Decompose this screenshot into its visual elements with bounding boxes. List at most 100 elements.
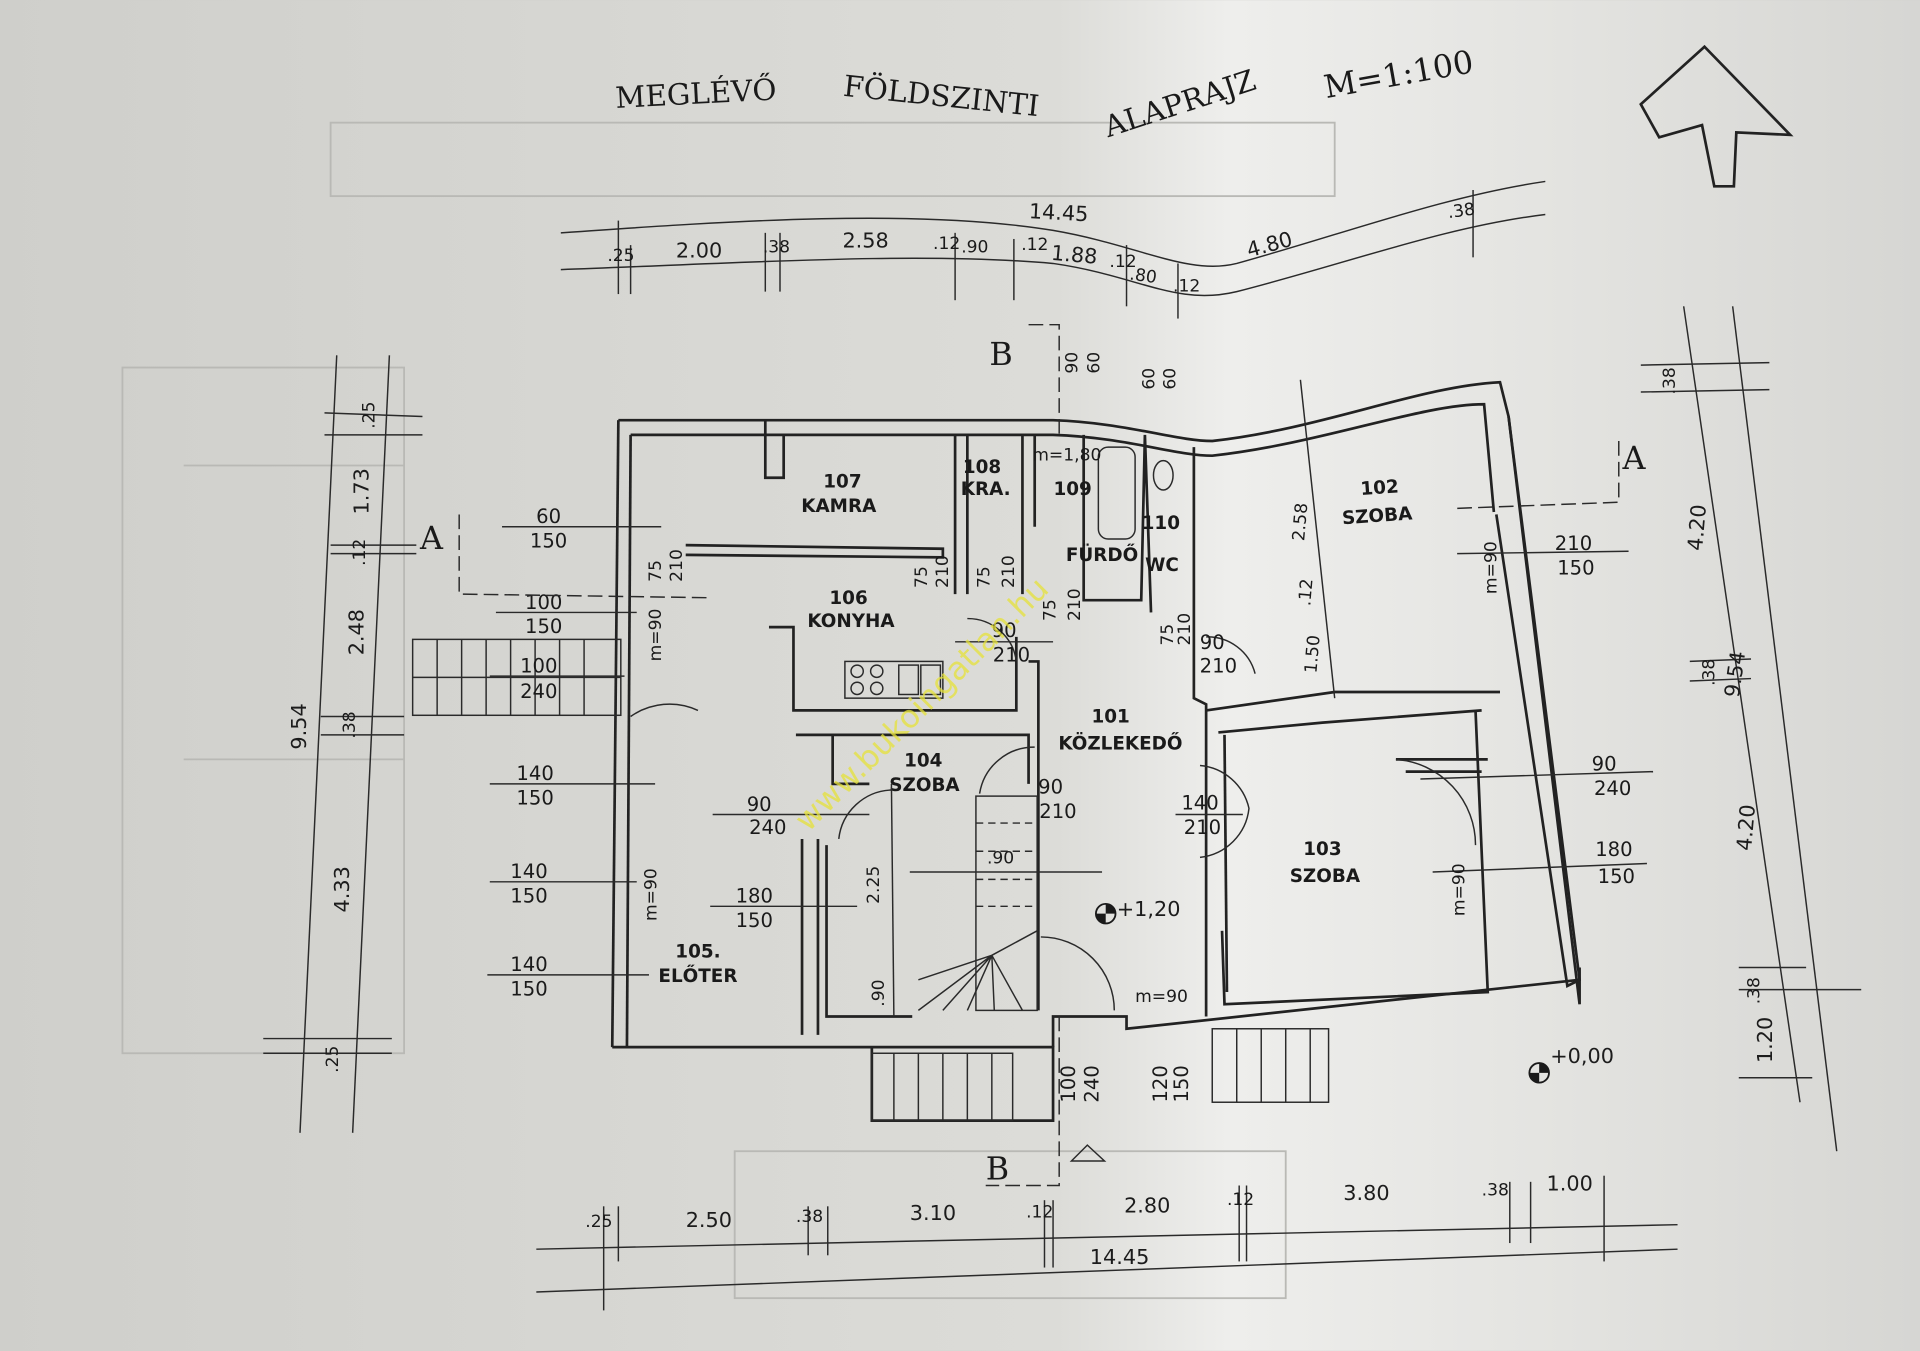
toilet-icon bbox=[1152, 459, 1174, 491]
plan-mark bbox=[1640, 388, 1770, 393]
plan-mark bbox=[733, 1150, 1287, 1300]
north-arrow-icon bbox=[1639, 44, 1794, 188]
plan-text: .38 bbox=[796, 1207, 823, 1227]
plan-mark bbox=[1689, 658, 1752, 663]
plan-mark bbox=[978, 746, 1035, 794]
plan-text: .38 bbox=[1446, 200, 1476, 224]
plan-text: .12 bbox=[933, 234, 960, 254]
plan-text: 4.20 bbox=[1683, 503, 1711, 551]
interior-staircase bbox=[917, 795, 1038, 1012]
plan-mark bbox=[1199, 764, 1250, 859]
plan-text: 2.25 bbox=[864, 866, 884, 904]
plan-mark bbox=[975, 795, 1038, 1012]
plan-text: MEGLÉVŐ bbox=[614, 72, 777, 115]
plan-mark bbox=[1432, 862, 1647, 873]
plan-text: 140 bbox=[516, 762, 553, 785]
plan-text: 90 bbox=[1200, 631, 1225, 654]
door-swings bbox=[630, 617, 1477, 1011]
plan-mark bbox=[890, 783, 895, 1017]
plan-text: SZOBA bbox=[1290, 866, 1361, 887]
bottom-dimension-chain: 14.45 .25 2.50 .38 3.10 .12 2.80 .12 3.8… bbox=[536, 1171, 1678, 1311]
plan-text: 4.20 bbox=[1732, 803, 1760, 851]
plan-mark bbox=[617, 189, 1474, 319]
plan-text: 150 bbox=[1598, 865, 1635, 888]
plan-text: 60 bbox=[1085, 352, 1105, 374]
plan-mark bbox=[1152, 459, 1174, 491]
plan-text: .38 bbox=[1745, 977, 1765, 1004]
plan-text: .38 bbox=[340, 711, 360, 738]
plan-mark bbox=[351, 355, 391, 1133]
plan-mark bbox=[1095, 903, 1116, 924]
plan-mark bbox=[630, 402, 1496, 513]
plan-mark bbox=[263, 412, 423, 1054]
plan-mark bbox=[1395, 758, 1488, 773]
plan-text: .12 bbox=[1173, 277, 1200, 297]
plan-text: KRA. bbox=[961, 479, 1011, 500]
plan-mark bbox=[898, 664, 920, 696]
plan-text: .38 bbox=[1660, 367, 1680, 394]
top-dimension-chain: 14.45 .25 2.00 .38 2.58 .12 .90 .12 1.88… bbox=[560, 180, 1546, 319]
plan-text: 60 bbox=[1161, 368, 1181, 390]
plan-mark bbox=[1211, 1028, 1330, 1103]
plan-text: FÜRDŐ bbox=[1066, 544, 1138, 566]
plan-text: .25 bbox=[585, 1212, 612, 1232]
plan-text: 90 bbox=[1592, 752, 1617, 775]
plan-text: 106 bbox=[829, 588, 867, 609]
plan-mark bbox=[1682, 306, 1801, 1103]
plan-text: 100 bbox=[1057, 1065, 1080, 1102]
plan-text: 210 bbox=[999, 555, 1019, 588]
plan-mark bbox=[1097, 446, 1136, 540]
plan-text: .38 bbox=[1699, 659, 1719, 686]
plan-mark bbox=[917, 930, 1038, 1011]
plan-mark bbox=[920, 664, 942, 696]
plan-mark bbox=[1640, 361, 1862, 1079]
plan-text: 14.45 bbox=[1090, 1245, 1150, 1269]
plan-text: 3.80 bbox=[1343, 1181, 1389, 1205]
plan-text: 2.50 bbox=[686, 1208, 732, 1232]
plan-text: .12 bbox=[350, 539, 370, 566]
plan-text: .38 bbox=[763, 237, 790, 257]
plan-mark bbox=[1051, 978, 1580, 1048]
plan-mark bbox=[1731, 306, 1838, 1152]
plan-text: 180 bbox=[1595, 838, 1632, 861]
section-markers: A A B B bbox=[419, 323, 1646, 1187]
plan-text: 150 bbox=[530, 530, 567, 553]
plan-text: .90 bbox=[987, 848, 1014, 868]
plan-text: 210 bbox=[993, 643, 1030, 666]
plan-text: .12 bbox=[1021, 235, 1048, 255]
plan-text: 240 bbox=[749, 816, 786, 839]
plan-text: A bbox=[1621, 439, 1646, 477]
plan-text: 2.48 bbox=[345, 609, 369, 655]
plan-text: .12 bbox=[1109, 252, 1136, 272]
plan-text: m=90 bbox=[1135, 987, 1188, 1007]
plan-text: 90 bbox=[1038, 776, 1063, 799]
plan-mark bbox=[1494, 416, 1582, 988]
plan-mark bbox=[1395, 758, 1477, 846]
plan-mark bbox=[844, 660, 944, 699]
plan-text: 150 bbox=[525, 615, 562, 638]
plan-text: 1.00 bbox=[1547, 1171, 1593, 1195]
plan-text: m=1,80 bbox=[1032, 446, 1101, 466]
plan-text: 103 bbox=[1303, 839, 1341, 860]
plan-text: 3.10 bbox=[910, 1201, 956, 1225]
plan-text: 150 bbox=[1557, 556, 1594, 579]
plan-mark bbox=[324, 412, 423, 418]
